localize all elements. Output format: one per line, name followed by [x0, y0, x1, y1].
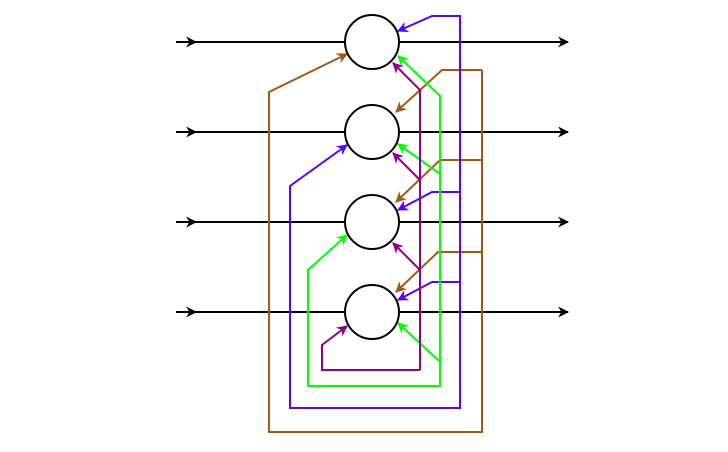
feedback-1-to-n4	[395, 251, 482, 293]
feedback-1-to-n2	[395, 69, 482, 113]
feedback-3-self-loop	[307, 174, 441, 387]
neuron-1	[344, 14, 400, 70]
feedback-4-to-n2	[392, 152, 421, 181]
feedback-4-self-loop	[321, 325, 420, 371]
neuron-2	[344, 104, 400, 160]
neuron-4	[344, 284, 400, 340]
neurons	[344, 14, 400, 340]
feedback-2-to-n3	[397, 191, 460, 211]
feedback-3-to-n1	[397, 55, 441, 174]
neuron-3	[344, 194, 400, 250]
feedback-4-to-n1	[392, 62, 421, 370]
feedback-1-self-loop	[268, 53, 483, 433]
feedback-loop-neuron-4	[321, 62, 421, 371]
feedback-2-self-loop	[289, 144, 461, 409]
feedback-2-to-n4	[397, 281, 460, 301]
io-lines	[176, 36, 570, 318]
feedback-4-to-n3	[392, 242, 421, 271]
feedback-2-to-n1	[396, 15, 461, 192]
feedback-loop-neuron-2	[289, 15, 461, 409]
